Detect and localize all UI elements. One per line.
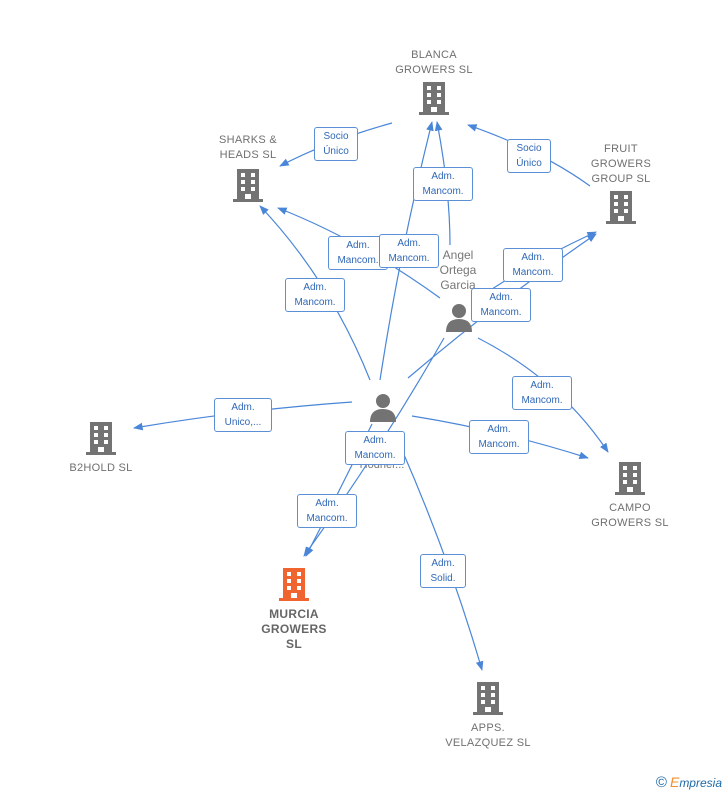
person-icon[interactable] [368, 392, 398, 422]
person-icon[interactable] [444, 302, 474, 332]
edge-label-adm-mancom[interactable]: Adm. Mancom. [328, 236, 388, 270]
company-name: B2HOLD SL [69, 462, 133, 474]
copyright-footer: ©Empresia [656, 774, 722, 791]
company-name: MURCIA GROWERS SL [261, 607, 327, 651]
company-node-campo[interactable]: CAMPO GROWERS SL [580, 460, 680, 531]
building-icon [233, 169, 263, 202]
copyright-icon: © [655, 774, 667, 791]
edge-label-adm-mancom[interactable]: Adm. Mancom. [379, 234, 439, 268]
building-icon [606, 191, 636, 224]
edge-label-adm-mancom[interactable]: Adm. Mancom. [503, 248, 563, 282]
edge-label-adm-unico[interactable]: Adm. Unico,... [214, 398, 272, 432]
company-name: SHARKS & HEADS SL [218, 134, 278, 161]
edge-label-adm-mancom[interactable]: Adm. Mancom. [285, 278, 345, 312]
building-icon [419, 82, 449, 115]
company-name: FRUIT GROWERS GROUP SL [590, 143, 652, 185]
company-name: CAMPO GROWERS SL [591, 502, 669, 529]
edge-label-adm-mancom[interactable]: Adm. Mancom. [297, 494, 357, 528]
company-node-b2hold[interactable]: B2HOLD SL [56, 420, 146, 476]
edge-label-socio-unico[interactable]: Socio Único [507, 139, 551, 173]
company-node-sharks[interactable]: SHARKS & HEADS SL [205, 133, 291, 208]
edge-label-adm-mancom[interactable]: Adm. Mancom. [471, 288, 531, 322]
building-icon [279, 568, 309, 601]
brand-initial: E [669, 774, 680, 790]
edge-label-adm-mancom[interactable]: Adm. Mancom. [413, 167, 473, 201]
person-name-angel: Angel Ortega Garcia [439, 248, 477, 292]
building-icon [86, 422, 116, 455]
company-node-murcia[interactable]: MURCIA GROWERS SL [250, 566, 338, 652]
building-icon [473, 682, 503, 715]
edge-label-adm-mancom[interactable]: Adm. Mancom. [469, 420, 529, 454]
company-node-blanca[interactable]: BLANCA GROWERS SL [385, 48, 483, 121]
company-node-fruit[interactable]: FRUIT GROWERS GROUP SL [578, 142, 664, 230]
company-name: APPS. VELAZQUEZ SL [445, 722, 531, 749]
building-icon [615, 462, 645, 495]
company-name: BLANCA GROWERS SL [395, 49, 473, 76]
edge-label-adm-mancom[interactable]: Adm. Mancom. [345, 431, 405, 465]
edge-label-adm-mancom[interactable]: Adm. Mancom. [512, 376, 572, 410]
brand-name: mpresia [679, 776, 722, 790]
company-node-apps[interactable]: APPS. VELAZQUEZ SL [436, 680, 540, 751]
edge-label-socio-unico[interactable]: Socio Único [314, 127, 358, 161]
edge-label-adm-solid[interactable]: Adm. Solid. [420, 554, 466, 588]
